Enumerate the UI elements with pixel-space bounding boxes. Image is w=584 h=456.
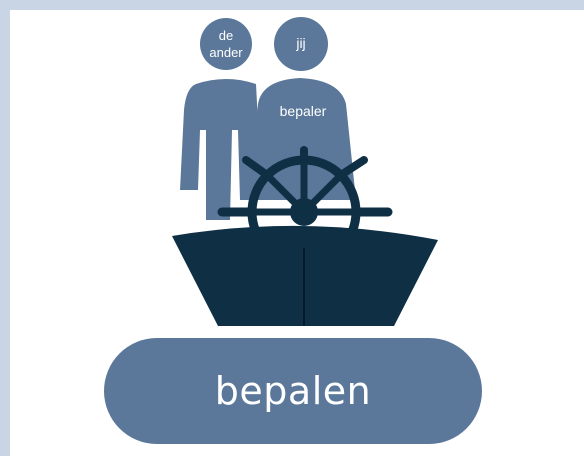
other-person-body [180,79,262,220]
other-person-figure: de ander [180,18,262,220]
you-person-head [274,17,328,71]
other-person-label-line1: de [219,28,233,43]
left-border [0,0,10,456]
boat-hull [172,225,438,326]
you-person-label: jij [295,35,305,51]
top-border [0,0,584,10]
other-person-label-line2: ander [209,45,243,60]
you-role-label: bepaler [280,103,327,119]
other-person-head [200,18,252,70]
action-pill: bepalen [104,338,482,444]
action-label: bepalen [214,369,372,413]
